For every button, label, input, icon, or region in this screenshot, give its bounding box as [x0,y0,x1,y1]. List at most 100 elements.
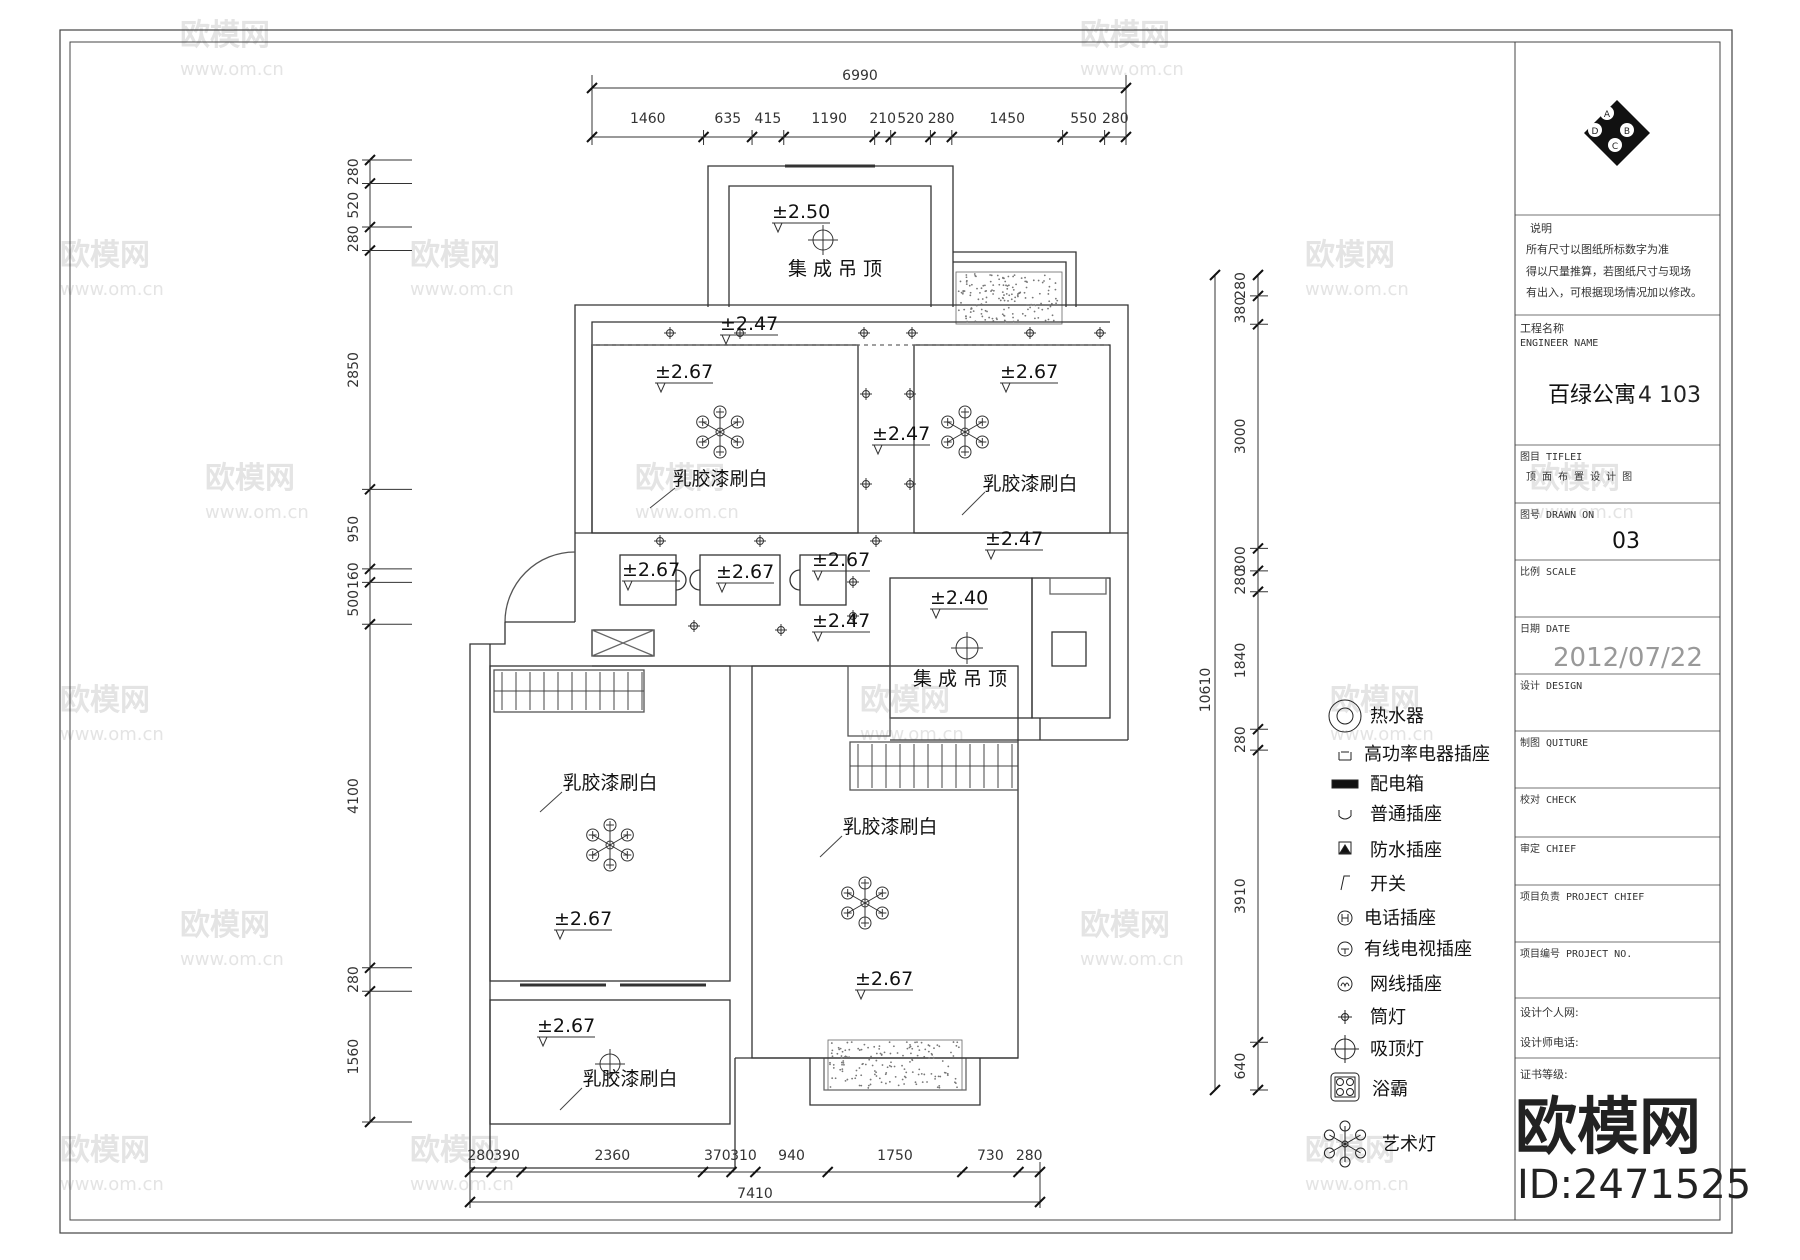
faint-wm-url-5: www.om.cn [205,502,309,523]
faint-wm-brand-8: 欧模网 [60,683,150,718]
faint-wm-url-14: www.om.cn [410,1174,514,1195]
top-dim-0: 1460 [630,111,666,127]
ceiling-light-fixture [951,632,983,664]
downlight-fixture [734,327,746,339]
logo-letter-a: A [1604,110,1611,120]
tb-row-drafting: 制图 QUITURE [1520,736,1588,749]
level-mark-4: ±2.47 [872,423,930,445]
tv-socket-icon [1337,941,1353,957]
right-dim-8: 640 [1233,1053,1249,1080]
left-dim-3: 2850 [346,352,362,388]
sheet-inner-border [69,41,1721,1221]
faint-wm-brand-7: 欧模网 [1530,461,1620,496]
faint-wm-brand-1: 欧模网 [1080,18,1170,53]
left-dim-1: 520 [346,192,362,219]
legend-label-2: 配电箱 [1370,774,1424,795]
right-dim-0: 280 [1233,272,1249,299]
art-lamp-fixture [696,405,744,459]
tb-row-design: 设计 DESIGN [1520,679,1582,692]
faint-watermark-layer: 欧模网 www.om.cn 欧模网 www.om.cn 欧模网 www.om.cn 欧模网 w… [60,18,1634,1195]
room-label-bedroom-3: 乳胶漆刷白 [562,772,657,794]
level-mark-5: ±2.47 [985,528,1043,550]
left-dim-2: 280 [346,225,362,252]
tb-project-label: 工程名称 [1520,321,1564,335]
bottom-dim-3: 370 [704,1148,731,1164]
level-mark-7: ±2.67 [716,561,774,583]
tb-row-project-no: 项目编号 PROJECT NO. [1520,947,1632,960]
tb-row-chief: 审定 CHIEF [1520,842,1576,855]
room-label-kitchen-ceiling: 集 成 吊 顶 [913,668,1007,690]
right-dim-7: 3910 [1233,878,1249,914]
left-dim-9: 1560 [346,1039,362,1075]
logo-letter-b: B [1624,127,1630,137]
top-dim-4: 210 [869,111,896,127]
tb-row-check: 校对 CHECK [1520,793,1576,806]
faint-wm-brand-14: 欧模网 [410,1133,500,1168]
tb-note-line-3: 有出入，可根据现场情况加以修改。 [1526,285,1702,299]
top-overall-dim: 6990 [842,68,878,84]
room-label-bedroom-1: 乳胶漆刷白 [672,468,767,490]
legend-label-10: 吸顶灯 [1370,1039,1424,1060]
distribution-box-icon [1331,779,1359,789]
downlight-fixture [775,624,787,636]
faint-wm-url-2: www.om.cn [60,279,164,300]
tb-row-project-chief: 项目负责 PROJECT CHIEF [1520,890,1644,903]
phone-socket-icon [1337,910,1353,926]
room-label-small-room: 乳胶漆刷白 [582,1068,677,1090]
left-dim-5: 160 [346,562,362,589]
top-dim-5: 520 [897,111,924,127]
room-label-bedroom-2: 乳胶漆刷白 [982,473,1077,495]
title-block: A D B C 说明 所有尺寸以图纸所标数字为准 得以尺量推算，若图纸尺寸与现场… [1514,41,1721,1221]
left-dim-0: 280 [346,158,362,185]
bottom-dim-0: 280 [467,1148,494,1164]
faint-wm-url-10: www.om.cn [1330,724,1434,745]
level-mark-8: ±2.67 [812,549,870,571]
legend-label-4: 防水插座 [1370,840,1442,861]
level-mark-13: ±2.67 [537,1015,595,1037]
level-mark-11: ±2.67 [554,908,612,930]
faint-wm-url-0: www.om.cn [180,59,284,80]
left-dim-4: 950 [346,516,362,543]
top-dimension-lines [591,75,1127,145]
tb-scale-label: 比例 SCALE [1520,565,1576,578]
network-socket-icon [1337,976,1353,992]
bath-heater-icon [1330,1072,1360,1102]
top-dim-3: 1190 [811,111,847,127]
waterproof-socket-icon [1338,841,1352,855]
tb-personal-site: 设计个人网: [1520,1006,1579,1019]
faint-wm-brand-2: 欧模网 [60,238,150,273]
legend-label-7: 有线电视插座 [1364,939,1472,960]
legend-label-6: 电话插座 [1364,908,1436,929]
faint-wm-brand-3: 欧模网 [410,238,500,273]
legend-label-3: 普通插座 [1370,804,1442,825]
downlight-fixture [870,535,882,547]
bottom-dim-2: 2360 [594,1148,630,1164]
room-label-leaders [539,487,986,1111]
faint-wm-url-11: www.om.cn [180,949,284,970]
tb-drawing-no: 03 [1612,529,1640,554]
company-logo: A D B C [1584,100,1650,166]
downlight-fixture [904,478,916,490]
faint-wm-url-4: www.om.cn [1305,279,1409,300]
tb-title-value: 顶 面 布 置 设 计 图 [1526,470,1632,483]
right-dim-2: 3000 [1233,419,1249,455]
ceiling-light-fixture [808,225,838,255]
bottom-dim-1: 390 [493,1148,520,1164]
logo-letter-c: C [1612,142,1618,152]
legend-label-9: 筒灯 [1370,1007,1406,1028]
downlight-fixture [904,388,916,400]
faint-wm-url-15: www.om.cn [1305,1174,1409,1195]
right-dim-3: 300 [1233,546,1249,573]
top-dim-7: 1450 [989,111,1025,127]
tb-date-label: 日期 DATE [1520,623,1570,635]
right-overall-dim: 10610 [1198,668,1214,713]
faint-wm-url-7: www.om.cn [1530,502,1634,523]
socket-icon [1338,810,1352,820]
art-lamp-fixture [586,818,634,872]
right-dim-1: 380 [1233,297,1249,324]
tb-project-label-en: ENGINEER NAME [1520,338,1598,349]
art-lamp-icon [1323,1120,1367,1168]
walls [469,164,1129,1169]
tb-drawing-label: 图号 DRAWN ON [1520,509,1594,521]
